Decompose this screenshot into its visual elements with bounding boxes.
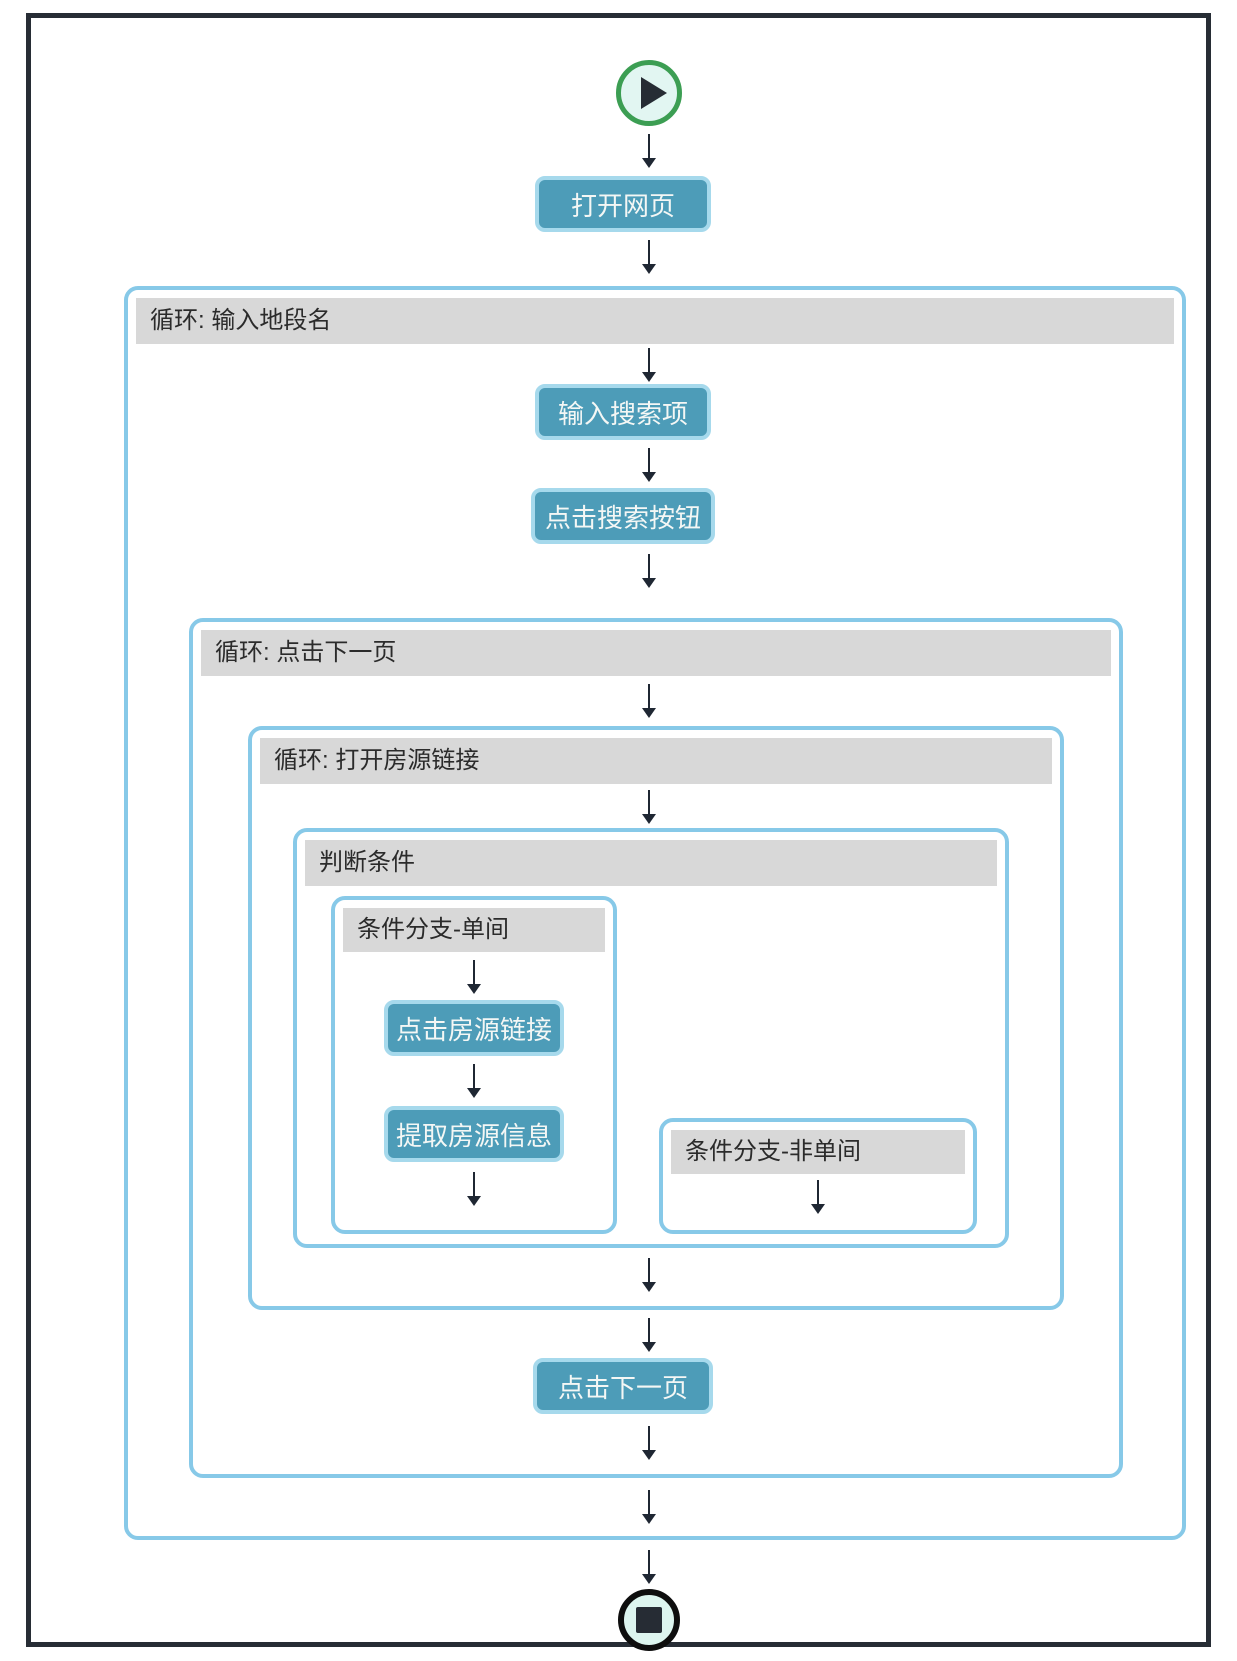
down-arrow-icon [639, 790, 659, 824]
condition-container: 判断条件 条件分支-单间 点击房源链接 提取房源信息 [293, 828, 1009, 1248]
node-label: 输入搜索项 [557, 398, 688, 429]
branch-single-container: 条件分支-单间 点击房源链接 提取房源信息 [331, 896, 617, 1234]
condition-header[interactable]: 判断条件 [305, 840, 997, 886]
node-label: 打开网页 [570, 190, 675, 221]
down-arrow-icon [639, 1550, 659, 1584]
down-arrow-icon [639, 684, 659, 718]
node-label: 提取房源信息 [395, 1120, 552, 1151]
node-open-page[interactable]: 打开网页 [535, 176, 711, 232]
down-arrow-icon [639, 348, 659, 382]
node-label: 点击下一页 [557, 1372, 688, 1403]
branch-other-container: 条件分支-非单间 [659, 1118, 977, 1234]
stop-icon [636, 1607, 662, 1633]
down-arrow-icon [464, 960, 484, 994]
down-arrow-icon [639, 240, 659, 274]
down-arrow-icon [639, 448, 659, 482]
down-arrow-icon [639, 1490, 659, 1524]
down-arrow-icon [464, 1064, 484, 1098]
down-arrow-icon [808, 1180, 828, 1214]
branch-other-header[interactable]: 条件分支-非单间 [671, 1130, 965, 1174]
loop-container-pages: 循环: 点击下一页 循环: 打开房源链接 判断条件 条件分支-单间 [189, 618, 1123, 1478]
down-arrow-icon [639, 1258, 659, 1292]
start-node[interactable] [616, 60, 682, 126]
node-label: 点击房源链接 [395, 1014, 552, 1045]
down-arrow-icon [464, 1172, 484, 1206]
node-click-listing[interactable]: 点击房源链接 [384, 1000, 564, 1056]
play-icon [641, 77, 667, 109]
loop-header-pages[interactable]: 循环: 点击下一页 [201, 630, 1111, 676]
down-arrow-icon [639, 1318, 659, 1352]
node-click-next-page[interactable]: 点击下一页 [533, 1358, 713, 1414]
down-arrow-icon [639, 554, 659, 588]
loop-header-listings[interactable]: 循环: 打开房源链接 [260, 738, 1052, 784]
node-click-search[interactable]: 点击搜索按钮 [531, 488, 715, 544]
branch-single-header[interactable]: 条件分支-单间 [343, 908, 605, 952]
node-extract-info[interactable]: 提取房源信息 [384, 1106, 564, 1162]
loop-container-area: 循环: 输入地段名 输入搜索项 点击搜索按钮 循环: 点击下一页 循环: 打开房… [124, 286, 1186, 1540]
node-input-search[interactable]: 输入搜索项 [535, 384, 711, 440]
end-node[interactable] [618, 1589, 680, 1651]
node-label: 点击搜索按钮 [544, 502, 701, 533]
loop-container-listings: 循环: 打开房源链接 判断条件 条件分支-单间 点击房源链接 [248, 726, 1064, 1310]
down-arrow-icon [639, 134, 659, 168]
workflow-frame: 打开网页 循环: 输入地段名 输入搜索项 点击搜索按钮 循环: 点击下一页 循环… [26, 13, 1211, 1651]
down-arrow-icon [639, 1426, 659, 1460]
loop-header-area[interactable]: 循环: 输入地段名 [136, 298, 1174, 344]
